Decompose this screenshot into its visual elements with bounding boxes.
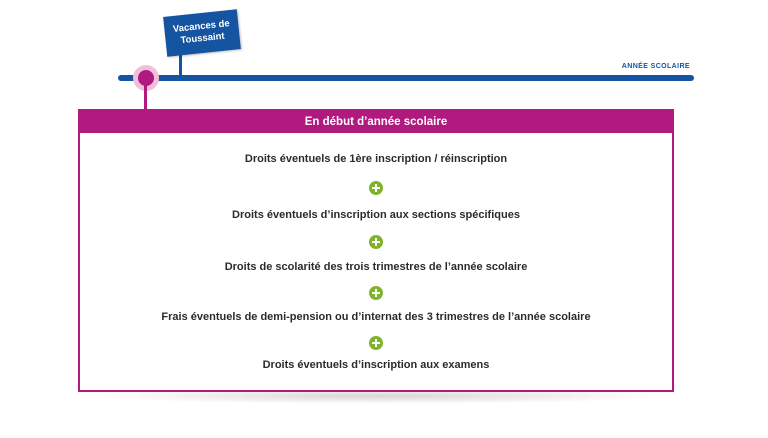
flag-pole (179, 48, 182, 76)
plus-circle-icon (369, 181, 383, 195)
box-title: En début d’année scolaire (80, 111, 672, 133)
plus-circle-icon (369, 235, 383, 249)
vacation-flag: Vacances de Toussaint (163, 9, 241, 57)
plus-circle-icon (369, 286, 383, 300)
timeline-bar (118, 75, 694, 81)
fee-item-4: Frais éventuels de demi-pension ou d’int… (161, 311, 591, 323)
fees-box: En début d’année scolaire Droits éventue… (78, 109, 674, 392)
marker-connector (144, 85, 147, 110)
fee-item-1: Droits éventuels de 1ère inscription / r… (244, 153, 508, 165)
timeline-marker (138, 70, 154, 86)
fee-item-5: Droits éventuels d’inscription aux exame… (262, 359, 490, 371)
fee-item-2: Droits éventuels d’inscription aux secti… (232, 209, 520, 221)
box-shadow (90, 388, 666, 404)
plus-circle-icon (369, 336, 383, 350)
fee-item-3: Droits de scolarité des trois trimestres… (224, 261, 528, 273)
timeline-label: ANNÉE SCOLAIRE (621, 63, 690, 70)
